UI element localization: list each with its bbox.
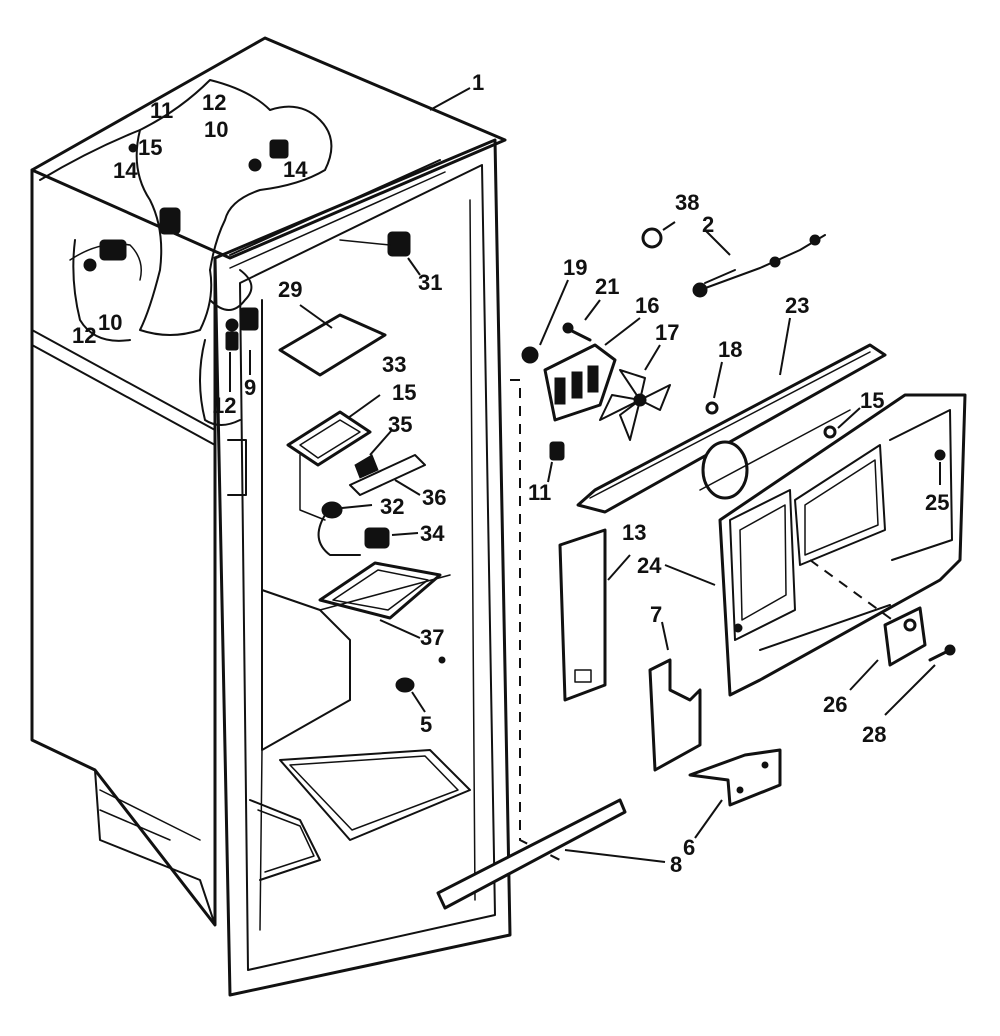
- label-8: 8: [670, 852, 682, 877]
- label-10-left: 10: [98, 310, 122, 335]
- wiring-harness: [39, 79, 333, 426]
- label-17: 17: [655, 320, 679, 345]
- label-2: 2: [702, 212, 714, 237]
- plate-26: [849, 606, 927, 691]
- label-16: 16: [635, 293, 659, 318]
- label-24: 24: [637, 553, 662, 578]
- plate-13: [558, 528, 631, 702]
- bracket-7: [648, 621, 702, 772]
- evaporator-back-panel: [664, 393, 967, 697]
- part-labels: 1 2 5 6 7 8 9 10 10 11 11 12 12 12 13 14…: [72, 70, 949, 877]
- light-shield: [278, 304, 387, 377]
- label-12-top: 12: [202, 90, 226, 115]
- screw-15: [823, 407, 861, 439]
- fan-blade: [599, 344, 671, 441]
- label-13: 13: [622, 520, 646, 545]
- label-31: 31: [418, 270, 442, 295]
- grommet: [641, 221, 676, 249]
- trim-strip-8: [436, 798, 666, 910]
- thermostat: [339, 231, 421, 276]
- screw-28: [884, 644, 956, 716]
- label-23: 23: [785, 293, 809, 318]
- nut-19: [521, 279, 569, 364]
- label-28: 28: [862, 722, 886, 747]
- label-37: 37: [420, 625, 444, 650]
- light-housing: [286, 394, 381, 521]
- label-18: 18: [718, 337, 742, 362]
- label-12-left: 12: [72, 323, 96, 348]
- label-38: 38: [675, 190, 699, 215]
- bracket-9: [225, 331, 251, 392]
- label-11-right: 11: [528, 480, 551, 505]
- label-15-right: 15: [860, 388, 884, 413]
- label-15-interior: 15: [392, 380, 416, 405]
- label-14-top: 14: [283, 157, 308, 182]
- label-34: 34: [420, 521, 445, 546]
- screw-5: [395, 656, 446, 713]
- clip-11: [547, 441, 565, 483]
- evaporator-cover: [576, 317, 887, 514]
- label-26: 26: [823, 692, 847, 717]
- label-32: 32: [380, 494, 404, 519]
- light-socket: [317, 501, 419, 556]
- label-36: 36: [422, 485, 446, 510]
- label-15-top: 15: [138, 135, 162, 160]
- label-29: 29: [278, 277, 302, 302]
- label-10-top: 10: [204, 117, 228, 142]
- label-33: 33: [382, 352, 406, 377]
- label-12-frame: 12: [212, 393, 236, 418]
- label-14-left: 14: [113, 158, 138, 183]
- control-knob-assembly: [349, 429, 426, 496]
- label-35: 35: [388, 412, 412, 437]
- washer-18: [705, 361, 723, 415]
- label-25: 25: [925, 490, 949, 515]
- screw-21: [562, 299, 601, 342]
- label-19: 19: [563, 255, 587, 280]
- label-9: 9: [244, 375, 256, 400]
- leader-1: [429, 87, 471, 111]
- defrost-heater: [692, 229, 826, 298]
- fan-motor: [543, 317, 641, 422]
- label-7: 7: [650, 602, 662, 627]
- label-11-top: 11: [150, 98, 173, 123]
- label-21: 21: [595, 274, 619, 299]
- label-5: 5: [420, 712, 432, 737]
- bracket-6: [688, 748, 782, 839]
- label-6: 6: [683, 835, 695, 860]
- label-1: 1: [472, 70, 484, 95]
- drip-tray: [318, 561, 442, 639]
